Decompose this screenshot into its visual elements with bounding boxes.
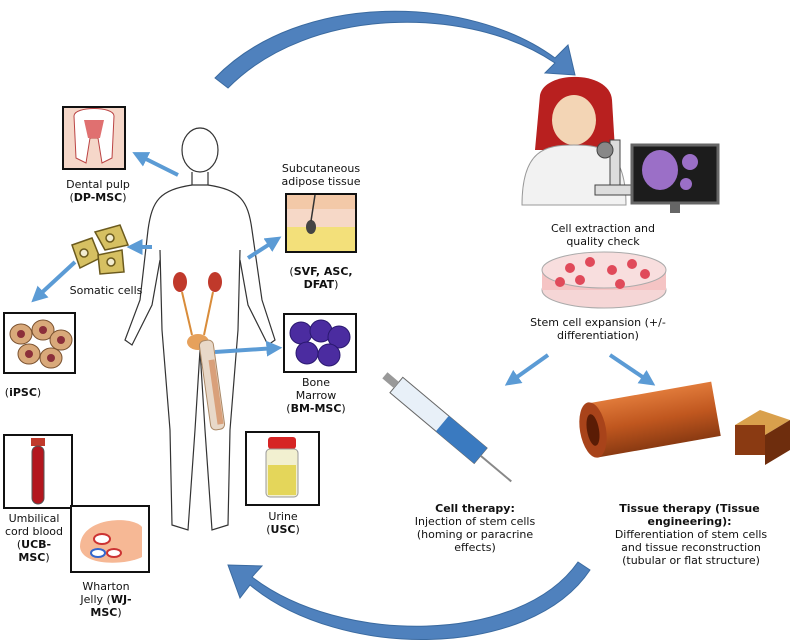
bone-marrow-cells-icon xyxy=(289,319,351,367)
ipsc-label: (iPSC) xyxy=(4,386,42,399)
wharton-label: Wharton Jelly (WJ-MSC) xyxy=(80,580,132,619)
ipsc-cells-icon xyxy=(9,319,73,369)
monitor-icon xyxy=(630,143,720,213)
cycle-arrow-top xyxy=(214,10,576,89)
adipose-label: (SVF, ASC, DFAT) xyxy=(289,265,353,291)
petri-dish-icon xyxy=(541,251,667,309)
bone-marrow-label: Bone Marrow (BM-MSC) xyxy=(286,376,346,415)
human-body-icon xyxy=(124,127,276,531)
adipose-title: Subcutaneous adipose tissue xyxy=(281,162,361,188)
pointer-to-bone xyxy=(214,340,283,357)
cell-therapy-desc: Injection of stem cells (homing or parac… xyxy=(414,515,536,554)
skin-section-icon xyxy=(287,195,355,251)
bone-marrow-box xyxy=(283,313,357,373)
urine-sample-icon xyxy=(265,437,299,498)
tissue-therapy-title: Tissue therapy (Tissue engineering): xyxy=(619,502,760,528)
umbilical-cord-icon xyxy=(80,520,142,563)
cycle-arrow-bottom xyxy=(227,561,591,641)
somatic-cells-icon xyxy=(71,224,130,275)
pointer-somatic-to-ipsc xyxy=(31,260,77,303)
pointer-to-tissue-therapy xyxy=(608,353,656,386)
cord-blood-box xyxy=(3,434,73,509)
syringe-icon xyxy=(382,372,512,483)
dental-pulp-label: Dental pulp (DP-MSC) xyxy=(66,178,130,204)
tissue-therapy-desc: Differentiation of stem cells and tissue… xyxy=(614,528,768,567)
engineered-tube-icon xyxy=(579,381,721,458)
somatic-cells-label: Somatic cells xyxy=(69,284,143,297)
cord-blood-label: Umbilical cord blood (UCB-MSC) xyxy=(4,512,64,564)
cell-therapy-title: Cell therapy: xyxy=(435,502,515,515)
urinary-system-icon xyxy=(173,272,222,350)
microscope-icon xyxy=(594,139,646,196)
pointer-to-adipose xyxy=(246,236,282,260)
adipose-box xyxy=(285,193,357,253)
extraction-label: Cell extraction and quality check xyxy=(550,222,656,248)
blood-tube-icon xyxy=(31,438,45,505)
scientist-icon xyxy=(521,76,627,206)
expansion-label: Stem cell expansion (+/- differentiation… xyxy=(530,316,666,342)
wharton-box xyxy=(70,505,150,573)
dental-pulp-box xyxy=(62,106,126,170)
urine-box xyxy=(245,431,320,506)
ipsc-box xyxy=(3,312,76,374)
tissue-block-icon xyxy=(735,410,790,465)
tooth-icon xyxy=(64,108,124,168)
pointer-to-cell-therapy xyxy=(504,353,550,386)
urine-label: Urine (USC) xyxy=(266,510,300,536)
pointer-to-dental xyxy=(132,152,179,177)
